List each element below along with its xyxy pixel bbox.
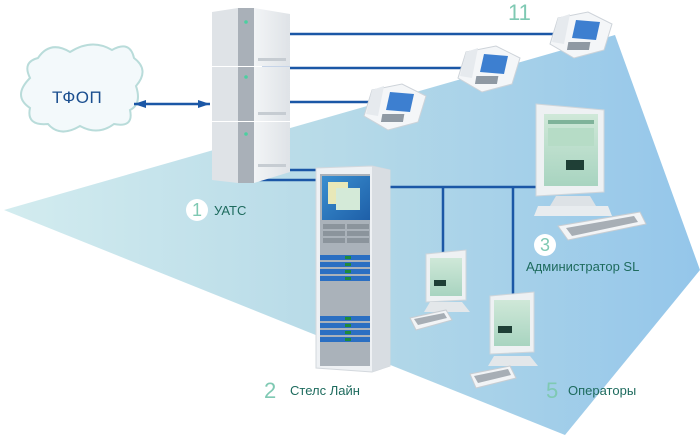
pbx-label: УАТС bbox=[214, 203, 247, 218]
phone-2 bbox=[457, 45, 521, 93]
admin-label: Администратор SL bbox=[526, 259, 640, 274]
pbx-module-2 bbox=[212, 67, 290, 121]
admin-number-badge: 3 bbox=[534, 234, 556, 256]
operator-workstation-1 bbox=[409, 249, 470, 331]
pstn-label: ТФОП bbox=[52, 88, 103, 107]
pbx-module-1 bbox=[212, 8, 290, 66]
pbx-module-3 bbox=[212, 122, 290, 183]
pstn-cloud bbox=[20, 43, 144, 133]
connection-lines bbox=[134, 32, 560, 298]
operators-label: Операторы bbox=[568, 383, 637, 398]
pbx-number-badge: 1 bbox=[186, 199, 208, 221]
phone-3 bbox=[363, 83, 427, 131]
server-label: Стелс Лайн bbox=[290, 383, 360, 398]
phones-number: 11 bbox=[508, 0, 531, 25]
pbx-unit bbox=[212, 8, 290, 183]
arrow-left-icon bbox=[134, 100, 146, 108]
phone-1 bbox=[549, 11, 613, 59]
arrow-right-icon bbox=[198, 100, 210, 108]
server-number: 2 bbox=[264, 378, 277, 403]
operators-number: 5 bbox=[546, 378, 559, 403]
server-rack bbox=[315, 165, 391, 373]
operator-workstation-2 bbox=[469, 291, 538, 389]
admin-monitor-screen bbox=[544, 114, 598, 186]
admin-workstation bbox=[534, 103, 647, 241]
